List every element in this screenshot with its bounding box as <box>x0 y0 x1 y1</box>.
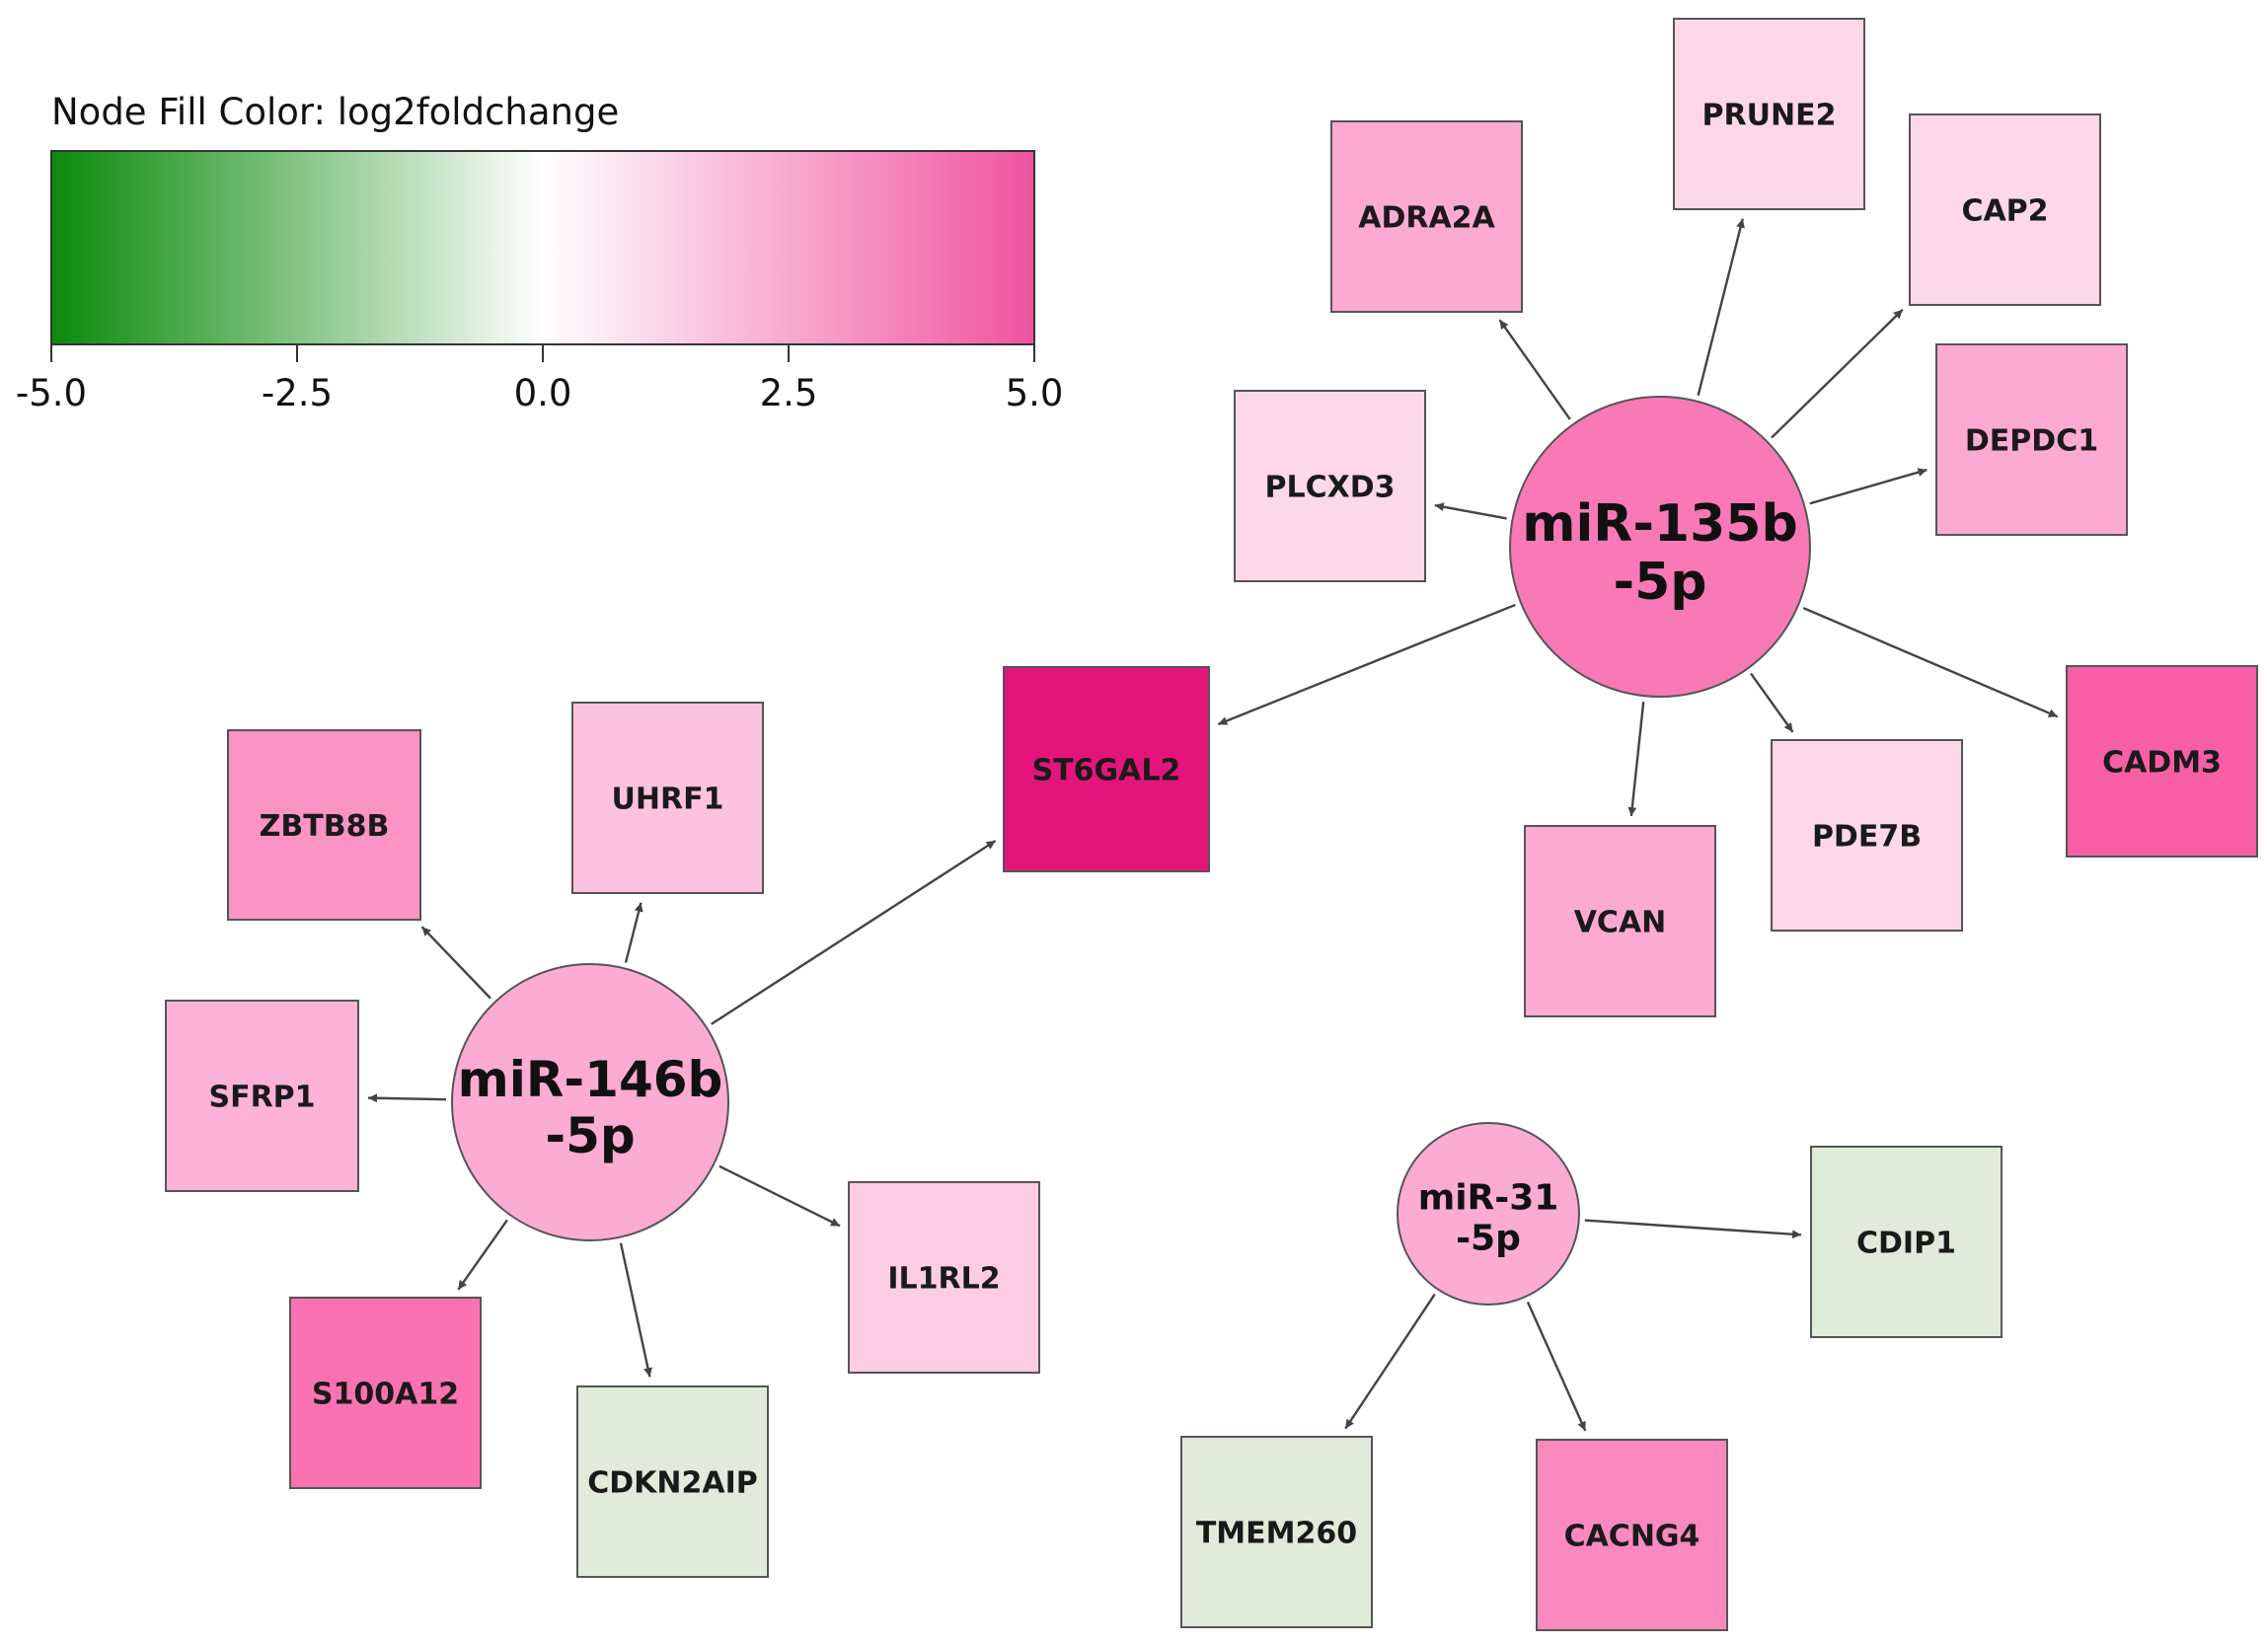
edge-mir146b-st6gal2 <box>711 840 997 1025</box>
edge-mir31-cacng4 <box>1526 1301 1587 1432</box>
mirna-label-line2: -5p <box>545 1107 635 1164</box>
gene-box <box>289 1297 482 1489</box>
edge-mir146b-zbtb8b <box>420 926 491 1000</box>
gene-label: IL1RL2 <box>887 1262 1000 1297</box>
edge-mir146b-sfrp1 <box>367 1093 447 1103</box>
gene-box <box>1810 1146 2003 1338</box>
gene-node-sfrp1[interactable]: SFRP1 <box>165 1000 359 1192</box>
gene-label: CADM3 <box>2102 746 2222 781</box>
edge-mir135b-cap2 <box>1771 308 1904 439</box>
gene-node-cdip1[interactable]: CDIP1 <box>1810 1146 2003 1338</box>
gene-box <box>848 1181 1040 1374</box>
gene-label: CACNG4 <box>1564 1520 1701 1554</box>
gene-box <box>1536 1439 1728 1631</box>
gene-label: TMEM260 <box>1196 1517 1357 1551</box>
gene-node-tmem260[interactable]: TMEM260 <box>1180 1436 1373 1628</box>
legend-ticks: -5.0 -2.5 0.0 2.5 5.0 <box>16 344 1064 414</box>
gene-box <box>1003 666 1210 872</box>
gene-box <box>227 729 421 921</box>
gene-node-adra2a[interactable]: ADRA2A <box>1330 120 1523 313</box>
gene-label: ST6GAL2 <box>1032 754 1181 788</box>
legend-tick-label: 2.5 <box>760 372 818 414</box>
gene-node-cdkn2aip[interactable]: CDKN2AIP <box>576 1385 769 1578</box>
edge-mir135b-vcan <box>1627 701 1645 817</box>
edge-mir146b-cdkn2aip <box>619 1242 652 1378</box>
edge-mir135b-adra2a <box>1498 319 1571 420</box>
legend-tick-label: 5.0 <box>1006 372 1064 414</box>
gene-node-uhrf1[interactable]: UHRF1 <box>571 702 764 894</box>
legend-tick-label: -2.5 <box>262 372 333 414</box>
gene-node-plcxd3[interactable]: PLCXD3 <box>1234 390 1426 582</box>
gene-box <box>1935 343 2128 536</box>
gene-label: VCAN <box>1574 906 1667 940</box>
legend-tick-label: 0.0 <box>514 372 572 414</box>
gene-label: ZBTB8B <box>260 809 390 844</box>
mirna-label-line1: miR-135b <box>1522 494 1797 554</box>
mirna-label-line2: -5p <box>1614 553 1707 612</box>
edge-mir146b-s100a12 <box>457 1219 508 1291</box>
edge-mir135b-pde7b <box>1750 672 1794 733</box>
gene-box <box>571 702 764 894</box>
edge-mir135b-prune2 <box>1697 218 1745 397</box>
edge-mir146b-il1rl2 <box>718 1164 841 1228</box>
gene-node-prune2[interactable]: PRUNE2 <box>1673 18 1865 210</box>
gene-box <box>1330 120 1523 313</box>
gene-label: CDKN2AIP <box>587 1466 758 1501</box>
gene-box <box>1524 825 1716 1017</box>
edge-mir135b-st6gal2 <box>1217 603 1516 726</box>
gene-label: UHRF1 <box>612 783 724 817</box>
edge-mir135b-plcxd3 <box>1434 502 1507 520</box>
edge-mir135b-cadm3 <box>1802 607 2059 718</box>
gene-box <box>2066 665 2258 858</box>
gene-label: DEPDC1 <box>1965 424 2098 459</box>
mirna-label-line2: -5p <box>1456 1219 1521 1259</box>
gene-label: SFRP1 <box>208 1081 315 1115</box>
edge-mir146b-uhrf1 <box>624 902 643 963</box>
gene-node-depdc1[interactable]: DEPDC1 <box>1935 343 2128 536</box>
gene-node-pde7b[interactable]: PDE7B <box>1771 739 1963 932</box>
gene-box <box>165 1000 359 1192</box>
gene-node-cap2[interactable]: CAP2 <box>1909 113 2101 306</box>
gene-node-s100a12[interactable]: S100A12 <box>289 1297 482 1489</box>
edge-mir31-tmem260 <box>1344 1293 1436 1430</box>
gene-box <box>1234 390 1426 582</box>
gene-node-st6gal2[interactable]: ST6GAL2 <box>1003 666 1210 872</box>
mirna-label-line1: miR-146b <box>458 1051 723 1108</box>
edge-mir31-cdip1 <box>1584 1219 1802 1239</box>
mirna-circle <box>1397 1122 1580 1306</box>
mirna-node-mir135b[interactable]: miR-135b-5p <box>1509 396 1811 698</box>
gene-node-vcan[interactable]: VCAN <box>1524 825 1716 1017</box>
gene-node-il1rl2[interactable]: IL1RL2 <box>848 1181 1040 1374</box>
gene-label: PLCXD3 <box>1264 471 1395 505</box>
legend-color-bar <box>50 150 1035 345</box>
gene-label: S100A12 <box>312 1378 459 1412</box>
gene-label: PDE7B <box>1812 820 1922 855</box>
edge-mir135b-depdc1 <box>1809 468 1928 505</box>
gene-node-cacng4[interactable]: CACNG4 <box>1536 1439 1728 1631</box>
gene-label: CAP2 <box>1961 194 2048 229</box>
mirna-node-mir31[interactable]: miR-31-5p <box>1397 1122 1580 1306</box>
edges <box>367 218 2059 1432</box>
gene-box <box>1673 18 1865 210</box>
gene-label: ADRA2A <box>1358 201 1495 236</box>
color-legend: Node Fill Color: log2foldchange -5.0 -2.5… <box>16 91 1064 414</box>
gene-box <box>576 1385 769 1578</box>
mirna-circle <box>451 963 729 1241</box>
mirna-circle <box>1509 396 1811 698</box>
gene-box <box>1909 113 2101 306</box>
legend-tick-label: -5.0 <box>16 372 87 414</box>
gene-node-cadm3[interactable]: CADM3 <box>2066 665 2258 858</box>
legend-title: Node Fill Color: log2foldchange <box>51 91 619 133</box>
gene-node-zbtb8b[interactable]: ZBTB8B <box>227 729 421 921</box>
mirna-node-mir146b[interactable]: miR-146b-5p <box>451 963 729 1241</box>
gene-label: PRUNE2 <box>1702 99 1837 133</box>
gene-box <box>1771 739 1963 932</box>
gene-box <box>1180 1436 1373 1628</box>
mirna-label-line1: miR-31 <box>1418 1178 1559 1219</box>
gene-label: CDIP1 <box>1856 1227 1956 1261</box>
